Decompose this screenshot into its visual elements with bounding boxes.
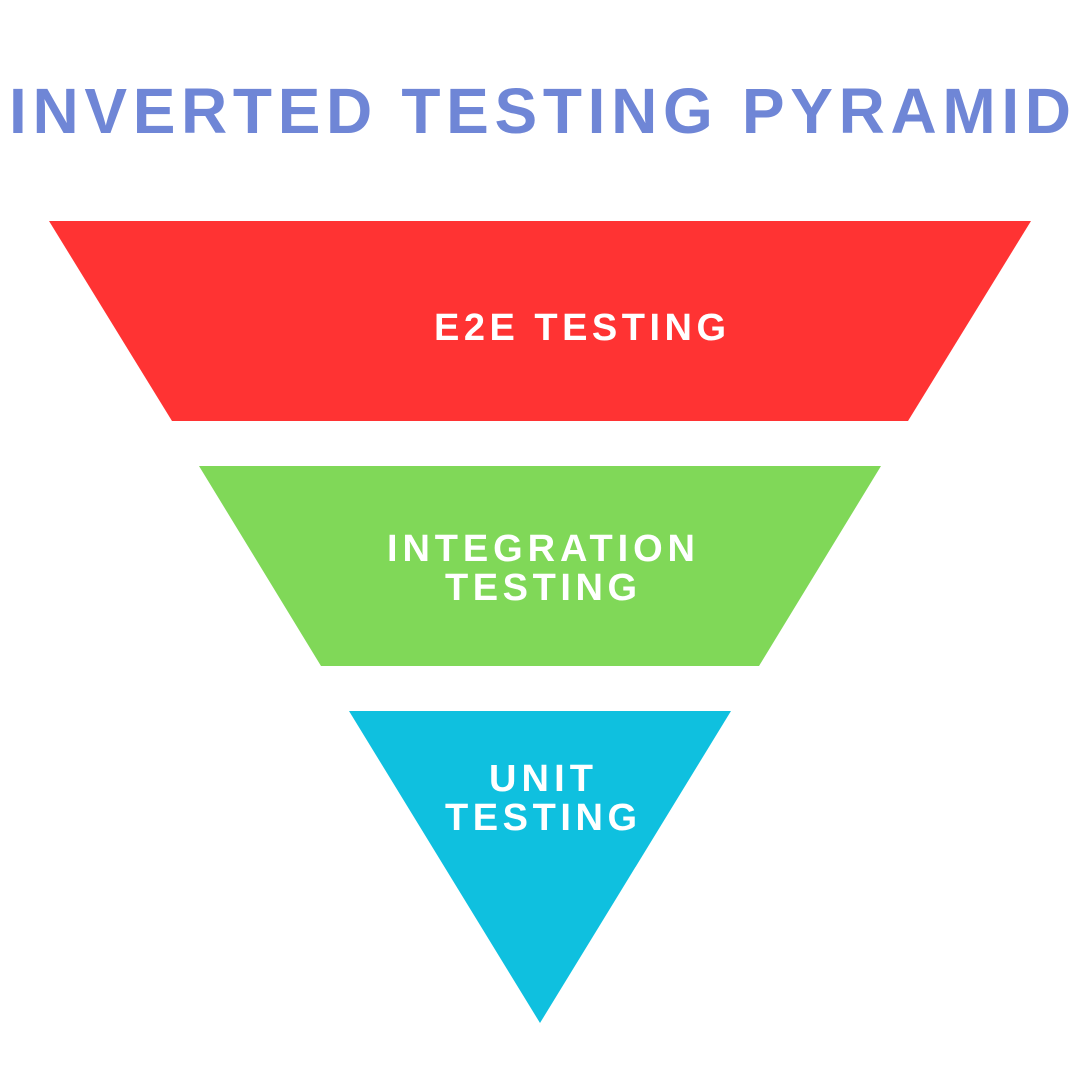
unit-label-line2: TESTING (445, 797, 637, 839)
e2e-trapezoid (49, 221, 1031, 421)
diagram-title: INVERTED TESTING PYRAMID (9, 75, 1071, 147)
e2e-label: E2E TESTING (434, 307, 726, 349)
unit-triangle (349, 711, 731, 1023)
integration-label-line2: TESTING (445, 567, 637, 609)
integration-trapezoid (199, 466, 881, 666)
unit-label-line1: UNIT (489, 758, 593, 800)
layer-integration: INTEGRATION TESTING (199, 466, 881, 666)
integration-label-line1: INTEGRATION (387, 528, 695, 570)
layer-unit: UNIT TESTING (349, 711, 731, 1023)
layer-e2e: E2E TESTING (49, 221, 1031, 421)
